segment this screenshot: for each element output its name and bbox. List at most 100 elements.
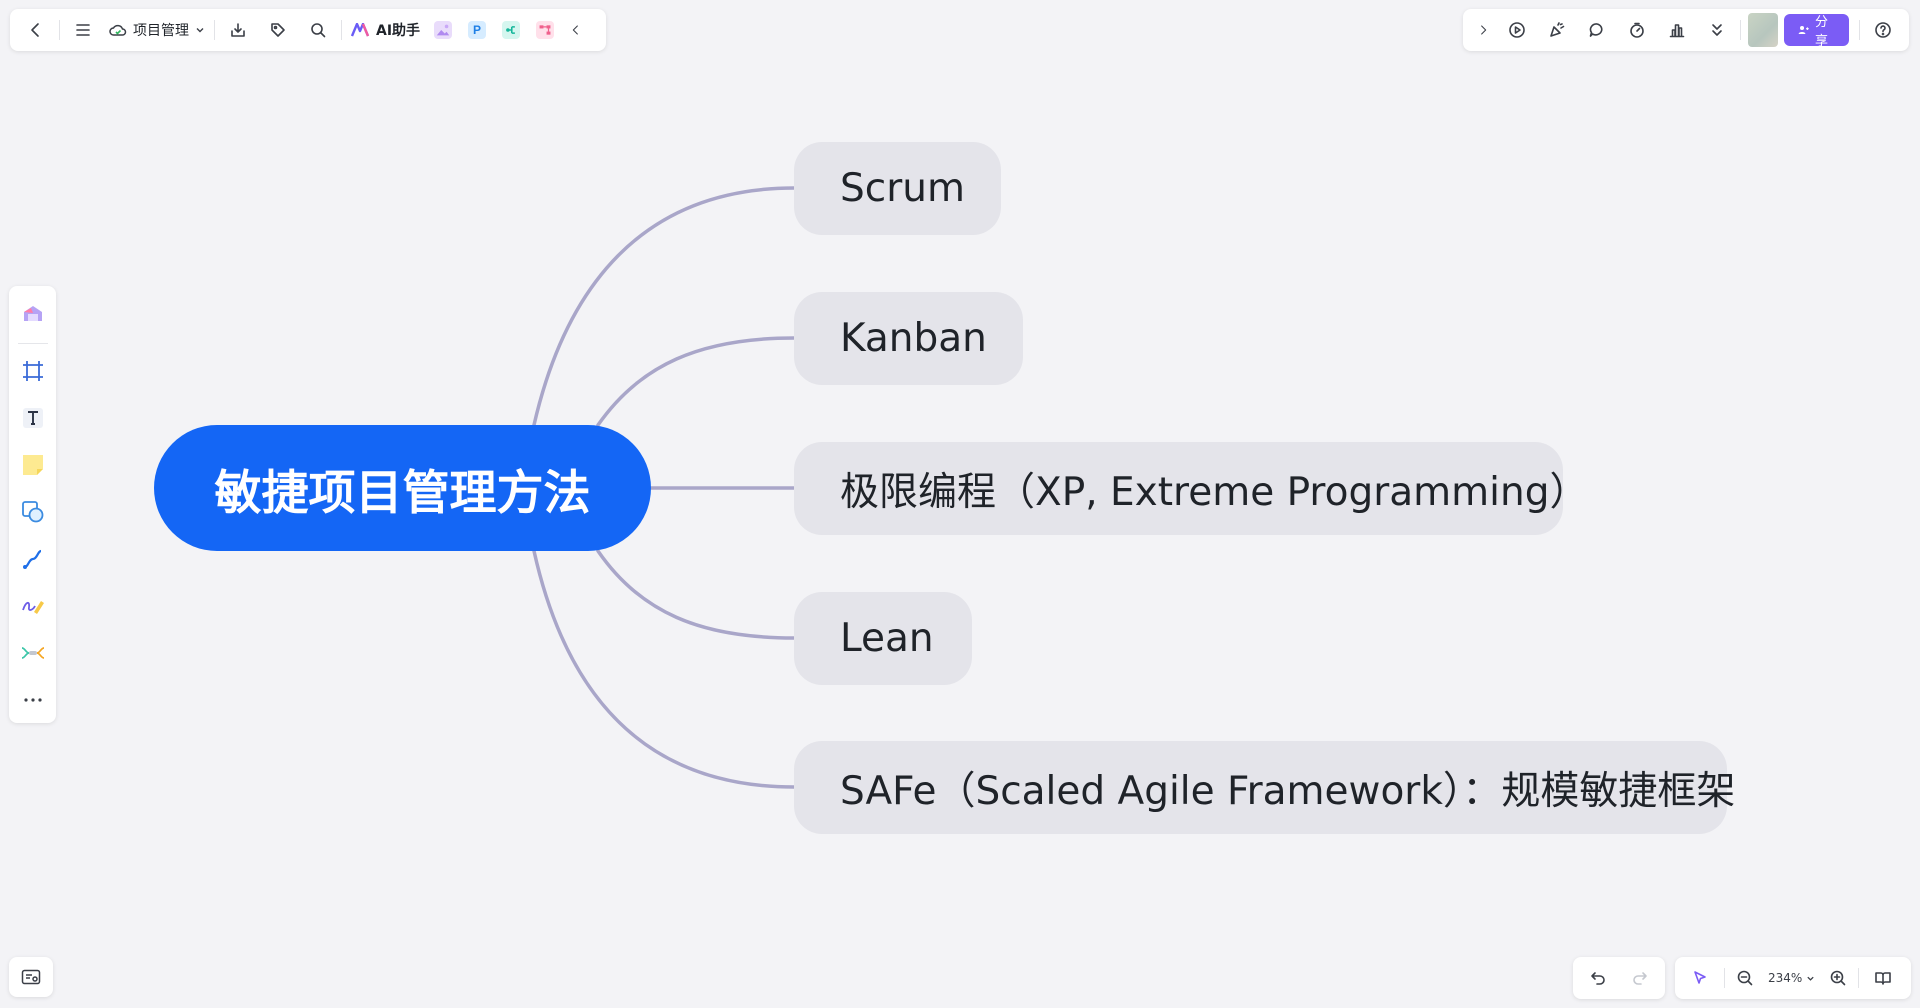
download-button[interactable]: [218, 9, 258, 51]
document-title: 项目管理: [133, 23, 189, 39]
play-circle-icon: [1509, 22, 1525, 38]
mindmap-tool-button[interactable]: [13, 629, 53, 676]
chevron-left-icon: [31, 23, 39, 37]
chevron-down-icon: [1807, 976, 1814, 981]
p-app[interactable]: P: [460, 9, 494, 51]
divider: [1859, 20, 1860, 40]
zoom-in-icon: [1831, 970, 1846, 986]
collapse-apps-button[interactable]: [562, 9, 590, 51]
shapes-icon: [21, 501, 43, 523]
celebrate-button[interactable]: [1537, 9, 1577, 51]
help-icon: [1875, 22, 1891, 38]
templates-button[interactable]: [13, 292, 53, 339]
vote-button[interactable]: [1657, 9, 1697, 51]
search-button[interactable]: [298, 9, 338, 51]
bar-chart-icon: [1669, 24, 1685, 38]
minimap-toggle-button[interactable]: [9, 957, 53, 997]
left-tool-rail: [9, 286, 56, 723]
connector-lean: [596, 549, 796, 640]
redo-button[interactable]: [1619, 957, 1661, 999]
mindmap-node-lean[interactable]: Lean: [794, 592, 972, 685]
hamburger-menu-icon: [76, 24, 90, 36]
undo-icon: [1591, 972, 1605, 985]
divider: [17, 342, 48, 344]
sticky-note-button[interactable]: [13, 442, 53, 489]
connector-safe: [532, 549, 796, 789]
zoom-out-icon: [1737, 970, 1753, 986]
chevron-left-icon: [572, 25, 578, 35]
chevron-down-icon: [196, 28, 204, 33]
frame-tool-button[interactable]: [13, 348, 53, 395]
party-popper-icon: [1550, 22, 1565, 37]
text-icon: [22, 408, 43, 429]
share-button[interactable]: 分享: [1784, 14, 1849, 49]
top-left-toolbar: 项目管理 AI助手 P: [10, 9, 606, 51]
tag-icon: [271, 23, 285, 37]
mindmap-node-safe[interactable]: SAFe（Scaled Agile Framework）：规模敏捷框架: [794, 741, 1735, 834]
image-generator-app[interactable]: [426, 9, 460, 51]
pen-tool-button[interactable]: [13, 582, 53, 629]
mindmap-node-kanban[interactable]: Kanban: [794, 292, 1023, 385]
node-label: SAFe（Scaled Agile Framework）：规模敏捷框架: [840, 768, 1736, 814]
timer-button[interactable]: [1617, 9, 1657, 51]
text-tool-button[interactable]: [13, 395, 53, 442]
redo-icon: [1633, 972, 1647, 985]
ai-logo-icon: [351, 23, 370, 37]
more-tools-button[interactable]: [1697, 9, 1737, 51]
divider: [1740, 20, 1741, 40]
comment-bubble-icon: [1589, 23, 1603, 37]
chevron-right-icon: [1481, 25, 1487, 35]
back-button[interactable]: [16, 9, 56, 51]
node-label: 极限编程（XP, Extreme Programming）: [840, 469, 1589, 515]
sticky-note-icon: [22, 455, 43, 476]
zoom-level-value: 234%: [1768, 971, 1803, 985]
node-label: Kanban: [840, 316, 987, 361]
history-controls: [1573, 957, 1665, 999]
select-tool-button[interactable]: [1679, 957, 1721, 999]
document-title-dropdown[interactable]: 项目管理: [103, 9, 211, 51]
root-node-label: 敏捷项目管理方法: [214, 465, 591, 521]
divider: [1724, 968, 1725, 988]
avatar[interactable]: [1748, 13, 1779, 47]
divider: [1858, 968, 1860, 988]
zoom-controls: 234%: [1675, 957, 1911, 999]
cursor-arrow-icon: [1694, 971, 1706, 984]
flowchart-app[interactable]: [528, 9, 562, 51]
zoom-level-dropdown[interactable]: 234%: [1762, 957, 1821, 999]
mindmap-node-scrum[interactable]: Scrum: [794, 142, 1001, 235]
more-dots-icon: [23, 697, 42, 702]
menu-button[interactable]: [63, 9, 103, 51]
shape-tool-button[interactable]: [13, 489, 53, 536]
mindmap-icon: [21, 646, 44, 659]
mindmap-app[interactable]: [494, 9, 528, 51]
tag-button[interactable]: [258, 9, 298, 51]
ai-assistant-button[interactable]: AI助手: [345, 9, 426, 51]
present-button[interactable]: [1497, 9, 1537, 51]
mindmap-node-xp[interactable]: 极限编程（XP, Extreme Programming）: [794, 442, 1588, 535]
zoom-in-button[interactable]: [1821, 957, 1855, 999]
divider: [341, 20, 342, 40]
mindmap-root-node[interactable]: 敏捷项目管理方法: [154, 425, 651, 551]
reading-mode-button[interactable]: [1862, 957, 1904, 999]
help-button[interactable]: [1863, 9, 1903, 51]
p-letter-icon: P: [468, 21, 487, 39]
zoom-out-button[interactable]: [1728, 957, 1762, 999]
divider: [214, 20, 215, 40]
cloud-sync-icon: [109, 24, 127, 36]
comment-button[interactable]: [1577, 9, 1617, 51]
minimap-icon: [21, 969, 41, 985]
node-label: Scrum: [840, 166, 965, 211]
ai-assistant-label: AI助手: [376, 23, 421, 39]
more-tools-button[interactable]: [13, 676, 53, 723]
download-icon: [231, 23, 245, 37]
connector-tool-button[interactable]: [13, 535, 53, 582]
image-sparkle-icon: [434, 21, 453, 39]
undo-button[interactable]: [1577, 957, 1619, 999]
timer-icon: [1630, 22, 1644, 38]
open-book-icon: [1875, 972, 1892, 985]
search-icon: [311, 23, 326, 38]
expand-toolbar-button[interactable]: [1469, 9, 1497, 51]
add-user-icon: [1798, 25, 1810, 35]
